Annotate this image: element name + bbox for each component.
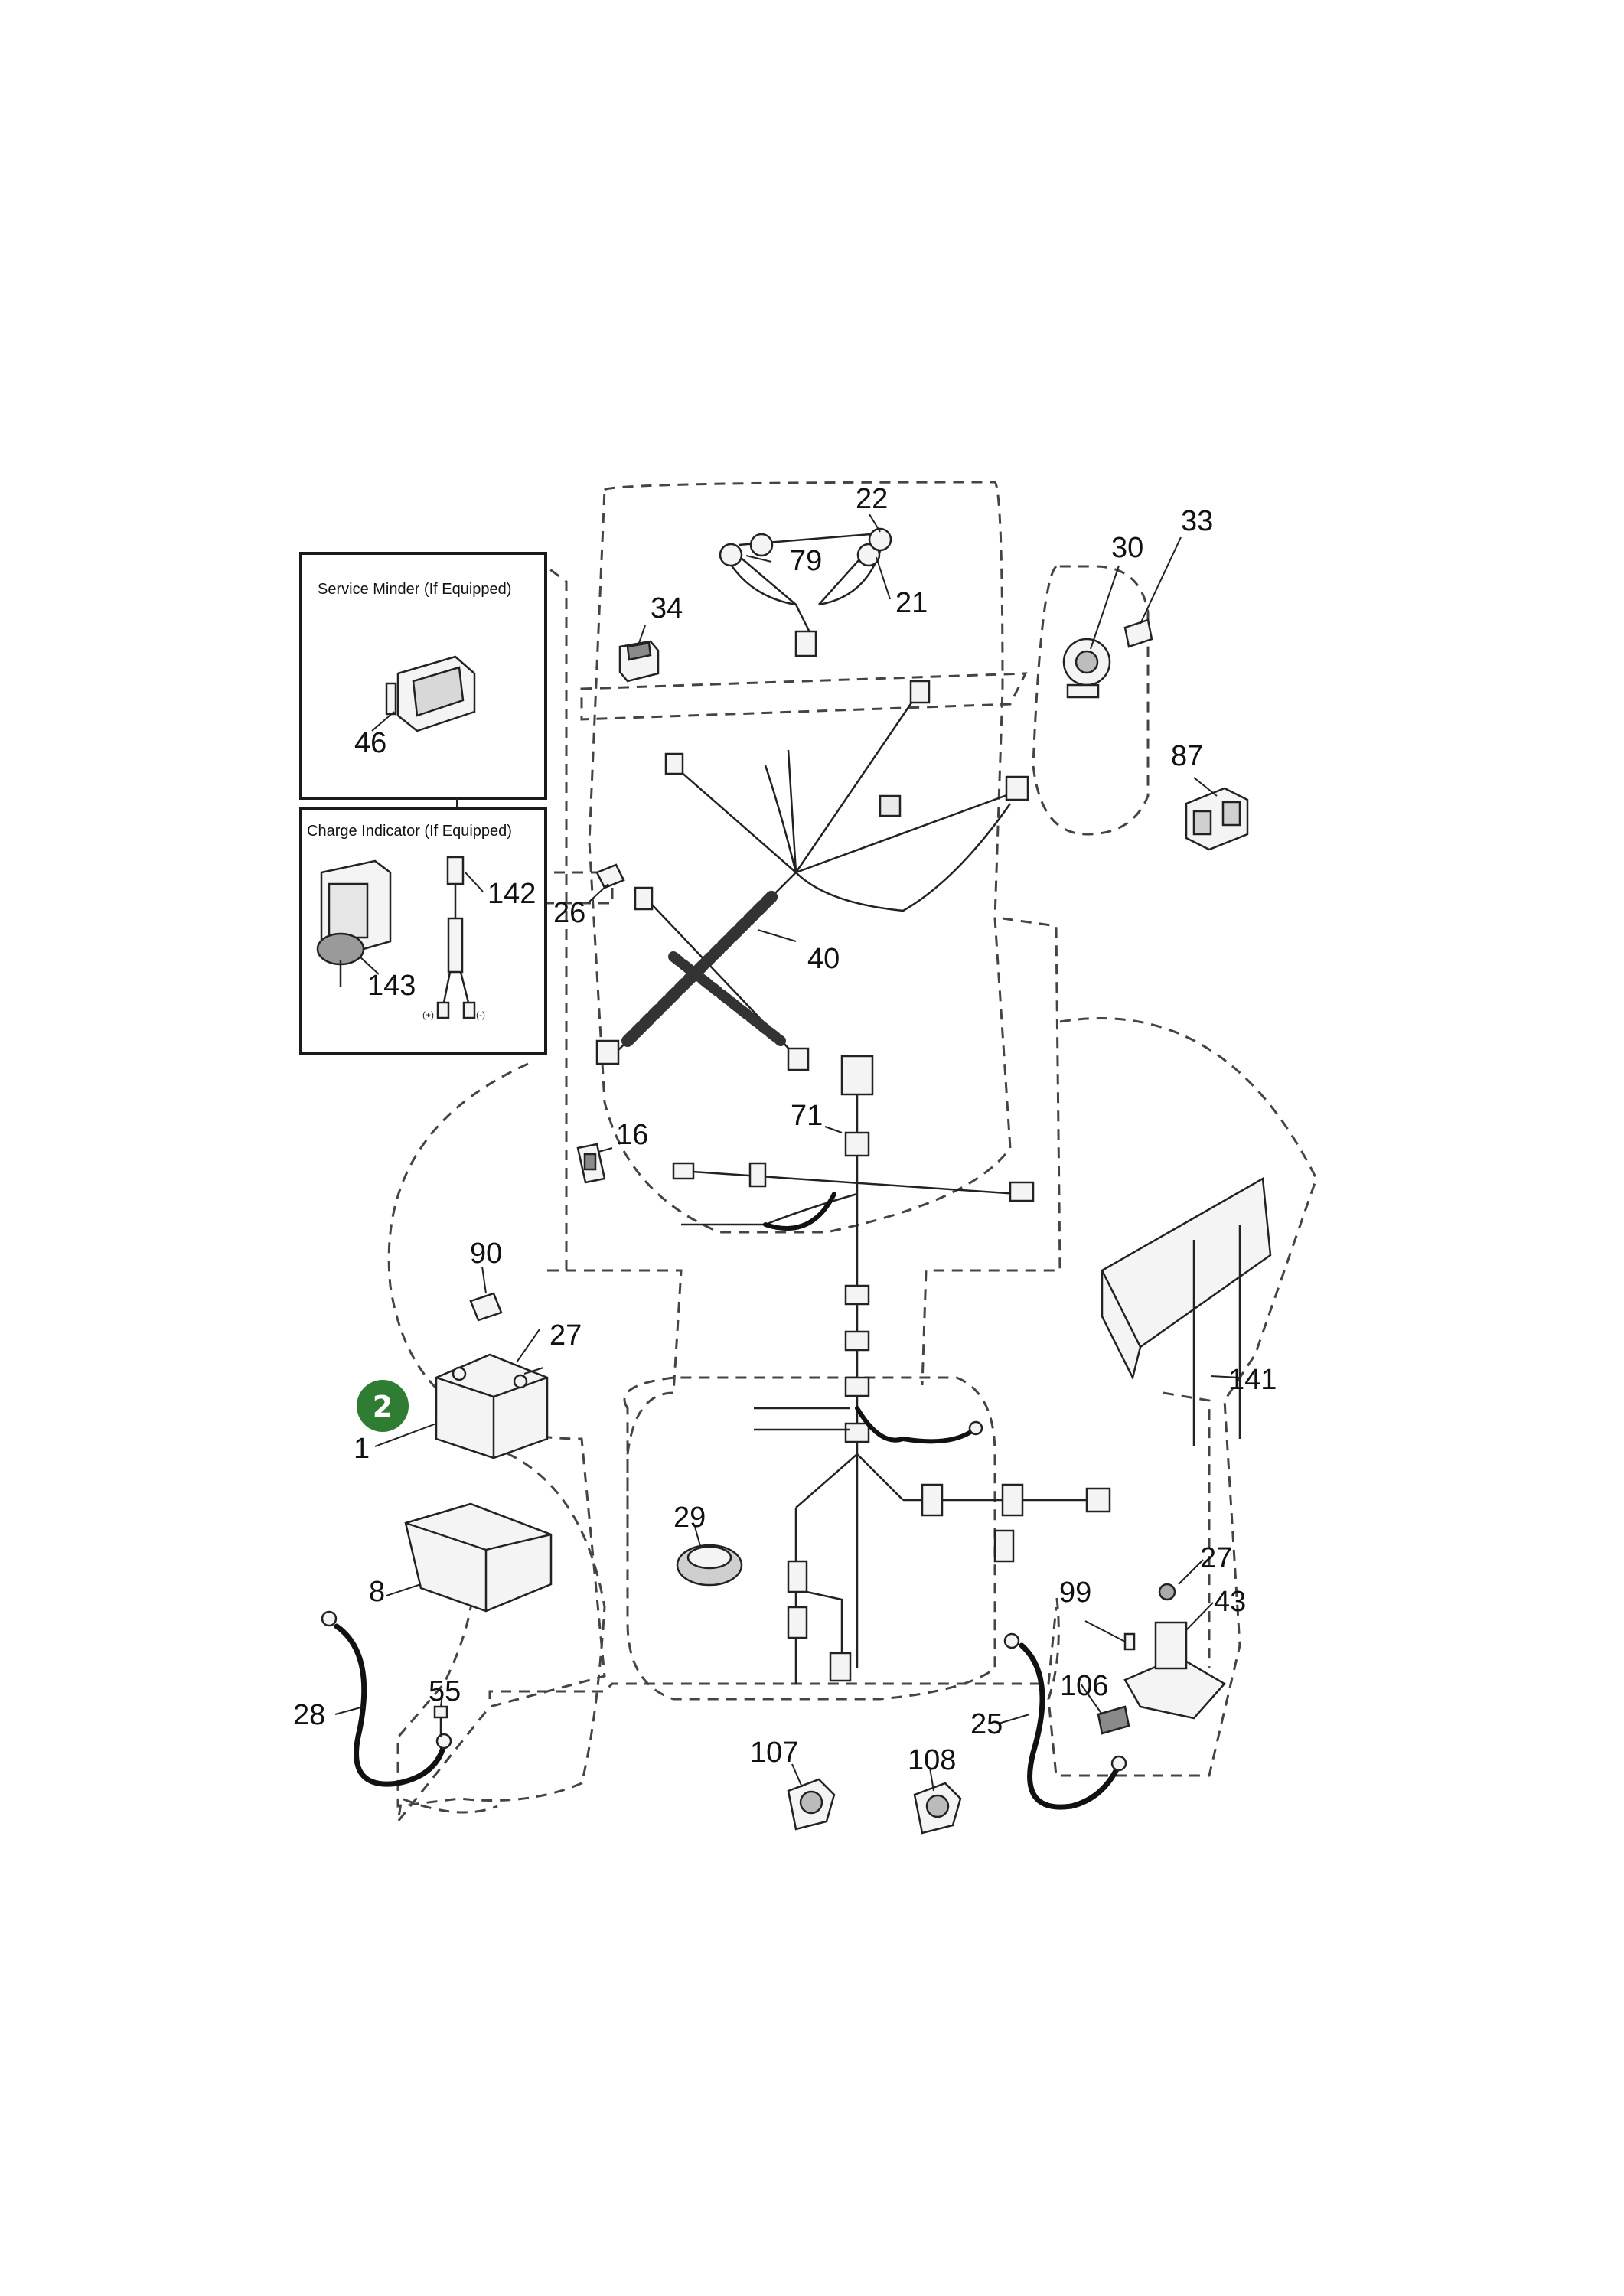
terminal-pos-label: (+) [422, 1009, 434, 1020]
callout-29: 29 [673, 1502, 706, 1534]
rear-harness [754, 1406, 1111, 1684]
terminal-neg-label: (-) [476, 1009, 485, 1020]
charge-indicator-harness: (+) (-) [422, 856, 485, 1020]
callout-25: 25 [970, 1708, 1003, 1740]
callout-90: 90 [470, 1238, 502, 1270]
callout-27-battery: 27 [549, 1319, 582, 1352]
callout-71: 71 [791, 1100, 823, 1132]
part-8-battery-tray [404, 1502, 553, 1613]
service-minder-title: Service Minder (If Equipped) [318, 581, 511, 598]
part-34-switch [618, 640, 660, 683]
charge-indicator-title: Charge Indicator (If Equipped) [307, 823, 512, 840]
part-106-clip [1097, 1705, 1130, 1735]
callout-79: 79 [790, 545, 822, 577]
callout-141: 141 [1228, 1364, 1277, 1396]
part-16-switch [576, 1143, 606, 1184]
dash-harness [672, 1055, 1035, 1668]
callout-43: 43 [1214, 1586, 1246, 1618]
callout-22: 22 [856, 483, 888, 515]
callout-34: 34 [651, 592, 683, 625]
callout-1: 1 [354, 1433, 370, 1465]
step-badge: 2 [357, 1380, 409, 1432]
callout-28: 28 [293, 1699, 325, 1731]
callout-99: 99 [1059, 1577, 1091, 1609]
callouts: 22 79 21 34 30 33 87 46 142 26 143 40 71… [293, 483, 1277, 1776]
callout-87: 87 [1171, 740, 1203, 772]
callout-26: 26 [553, 897, 585, 929]
callout-55: 55 [429, 1675, 461, 1707]
part-87-relay [1185, 787, 1249, 851]
part-33-key [1123, 618, 1153, 648]
part-108-solenoid [913, 1782, 962, 1835]
part-1-battery [435, 1353, 549, 1459]
charge-indicator-box: Charge Indicator (If Equipped) (+) (-) [299, 807, 547, 1055]
leader-lines [334, 514, 1241, 1792]
step-badge-label: 2 [373, 1390, 393, 1424]
part-141-bracket [1101, 1176, 1272, 1446]
part-28-cable [321, 1610, 452, 1787]
part-55-bolt [433, 1705, 448, 1737]
group-outlines [387, 481, 1318, 1826]
callout-107: 107 [750, 1737, 798, 1769]
service-minder-box: Service Minder (If Equipped) [299, 552, 547, 800]
service-minder-part [385, 655, 476, 732]
part-99-bolt [1123, 1632, 1136, 1651]
callout-142: 142 [488, 878, 536, 910]
callout-33: 33 [1181, 505, 1213, 537]
callout-30: 30 [1111, 532, 1143, 564]
front-harness [595, 680, 1029, 1071]
callout-108: 108 [908, 1744, 956, 1776]
part-26-connector [595, 863, 625, 889]
headlight-harness [719, 527, 892, 657]
part-30-ignition [1062, 638, 1111, 699]
callout-46: 46 [354, 727, 386, 759]
charge-indicator-gauge [316, 859, 392, 987]
callout-40: 40 [807, 943, 840, 975]
step-badge-circle [357, 1380, 409, 1432]
part-90 [469, 1292, 503, 1322]
part-43-assembly [1123, 1583, 1226, 1720]
callout-143: 143 [367, 970, 416, 1002]
callout-16: 16 [616, 1119, 648, 1151]
callout-106: 106 [1060, 1670, 1108, 1702]
callout-8: 8 [369, 1576, 385, 1608]
callout-21: 21 [895, 587, 928, 619]
part-25-cable [1003, 1632, 1127, 1810]
part-107-solenoid [787, 1778, 836, 1831]
part-29 [676, 1544, 743, 1587]
callout-27-pto: 27 [1200, 1542, 1232, 1574]
